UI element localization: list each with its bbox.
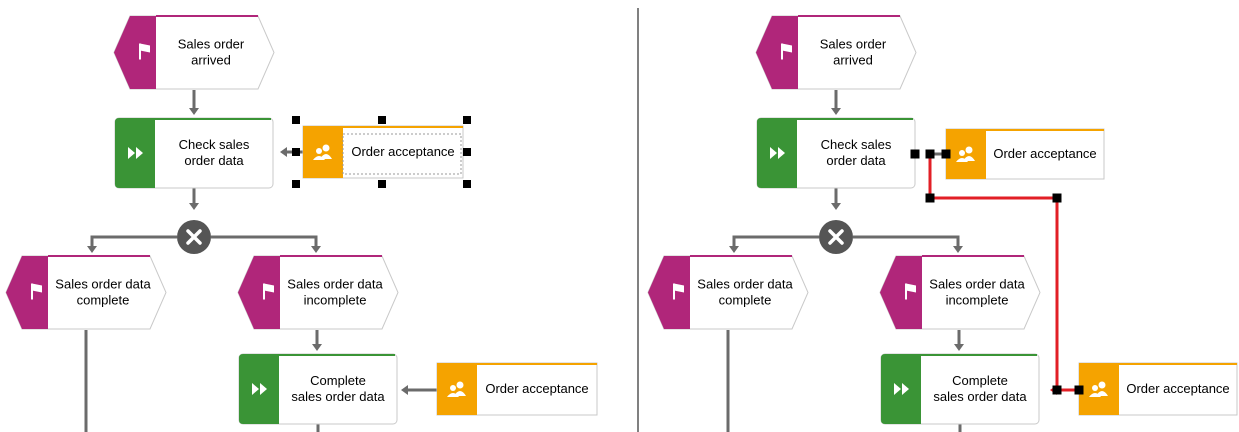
function-label: sales order data	[291, 389, 385, 404]
event-color-band	[648, 256, 690, 329]
event-label: arrived	[833, 53, 873, 68]
x-icon	[828, 229, 844, 245]
flag-icon	[905, 283, 916, 300]
function-label: order data	[184, 153, 244, 168]
role-label: Order acceptance	[485, 381, 588, 396]
connector-line[interactable]	[732, 235, 819, 246]
selection-handle[interactable]	[292, 148, 300, 156]
selection-handle[interactable]	[910, 149, 920, 159]
arrow-head	[831, 108, 841, 115]
double-chevron-icon	[252, 383, 267, 395]
selection-handle[interactable]	[463, 116, 471, 124]
function-label: order data	[826, 153, 886, 168]
selection-handle[interactable]	[378, 180, 386, 188]
flag-icon	[263, 283, 274, 300]
event-color-band	[756, 16, 798, 89]
role-label: Order acceptance	[1126, 381, 1229, 396]
arrow-head	[401, 385, 408, 395]
selection-handle[interactable]	[941, 149, 951, 159]
event-color-band	[114, 16, 156, 89]
arrow-head	[189, 203, 199, 210]
connector-line[interactable]	[90, 235, 177, 246]
connector-line[interactable]	[211, 235, 318, 246]
x-icon	[186, 229, 202, 245]
role-color-band	[437, 363, 477, 415]
arrow-head	[312, 344, 322, 351]
function-label: Check sales	[821, 137, 892, 152]
selection-handle[interactable]	[378, 116, 386, 124]
dashed-outline	[342, 133, 462, 175]
role-order-acceptance[interactable]: Order acceptance	[1078, 362, 1238, 416]
selection-handle[interactable]	[925, 149, 935, 159]
function-label: Check sales	[179, 137, 250, 152]
event-label: Sales order data	[287, 277, 383, 292]
event-label: Sales order data	[55, 277, 151, 292]
people-icon	[447, 381, 466, 397]
event-color-band	[880, 256, 922, 329]
double-chevron-icon	[770, 147, 785, 159]
arrow-head	[954, 344, 964, 351]
selection-handle[interactable]	[1052, 193, 1062, 203]
people-icon	[313, 144, 332, 160]
function-label: Complete	[952, 373, 1008, 388]
event-label: Sales order data	[929, 277, 1025, 292]
arrow-head	[189, 108, 199, 115]
event-label: incomplete	[946, 293, 1009, 308]
selection-handle[interactable]	[292, 180, 300, 188]
event-label: incomplete	[304, 293, 367, 308]
flag-icon	[31, 283, 42, 300]
role-color-band	[1079, 363, 1119, 415]
xor-operator[interactable]	[819, 220, 853, 254]
role-order-acceptance[interactable]: Order acceptance	[945, 128, 1105, 180]
flag-icon	[673, 283, 684, 300]
role-label: Order acceptance	[351, 144, 454, 159]
selection-handle[interactable]	[463, 148, 471, 156]
arrow-head	[953, 246, 963, 253]
event-label: Sales order	[820, 37, 887, 52]
arrow-head	[729, 246, 739, 253]
selection-handle[interactable]	[463, 180, 471, 188]
event-label: Sales order data	[697, 277, 793, 292]
selection-handle[interactable]	[925, 193, 935, 203]
event-color-band	[238, 256, 280, 329]
arrow-head	[280, 147, 287, 157]
flag-icon	[139, 43, 150, 60]
role-label: Order acceptance	[993, 146, 1096, 161]
xor-operator[interactable]	[177, 220, 211, 254]
arrow-head	[831, 203, 841, 210]
function-label: sales order data	[933, 389, 1027, 404]
event-label: Sales order	[178, 37, 245, 52]
role-order-acceptance[interactable]: Order acceptance	[436, 362, 598, 416]
role-color-band	[946, 129, 986, 179]
selection-handle[interactable]	[292, 116, 300, 124]
event-label: arrived	[191, 53, 231, 68]
selection-handle[interactable]	[1074, 385, 1084, 395]
flag-icon	[781, 43, 792, 60]
event-label: complete	[77, 293, 130, 308]
selection-handle[interactable]	[1052, 385, 1062, 395]
people-icon	[1089, 381, 1108, 397]
connector-line[interactable]	[853, 235, 960, 246]
arrow-head	[311, 246, 321, 253]
double-chevron-icon	[128, 147, 143, 159]
event-color-band	[6, 256, 48, 329]
event-label: complete	[719, 293, 772, 308]
function-label: Complete	[310, 373, 366, 388]
people-icon	[956, 146, 975, 162]
double-chevron-icon	[894, 383, 909, 395]
arrow-head	[87, 246, 97, 253]
role-color-band	[303, 126, 343, 178]
